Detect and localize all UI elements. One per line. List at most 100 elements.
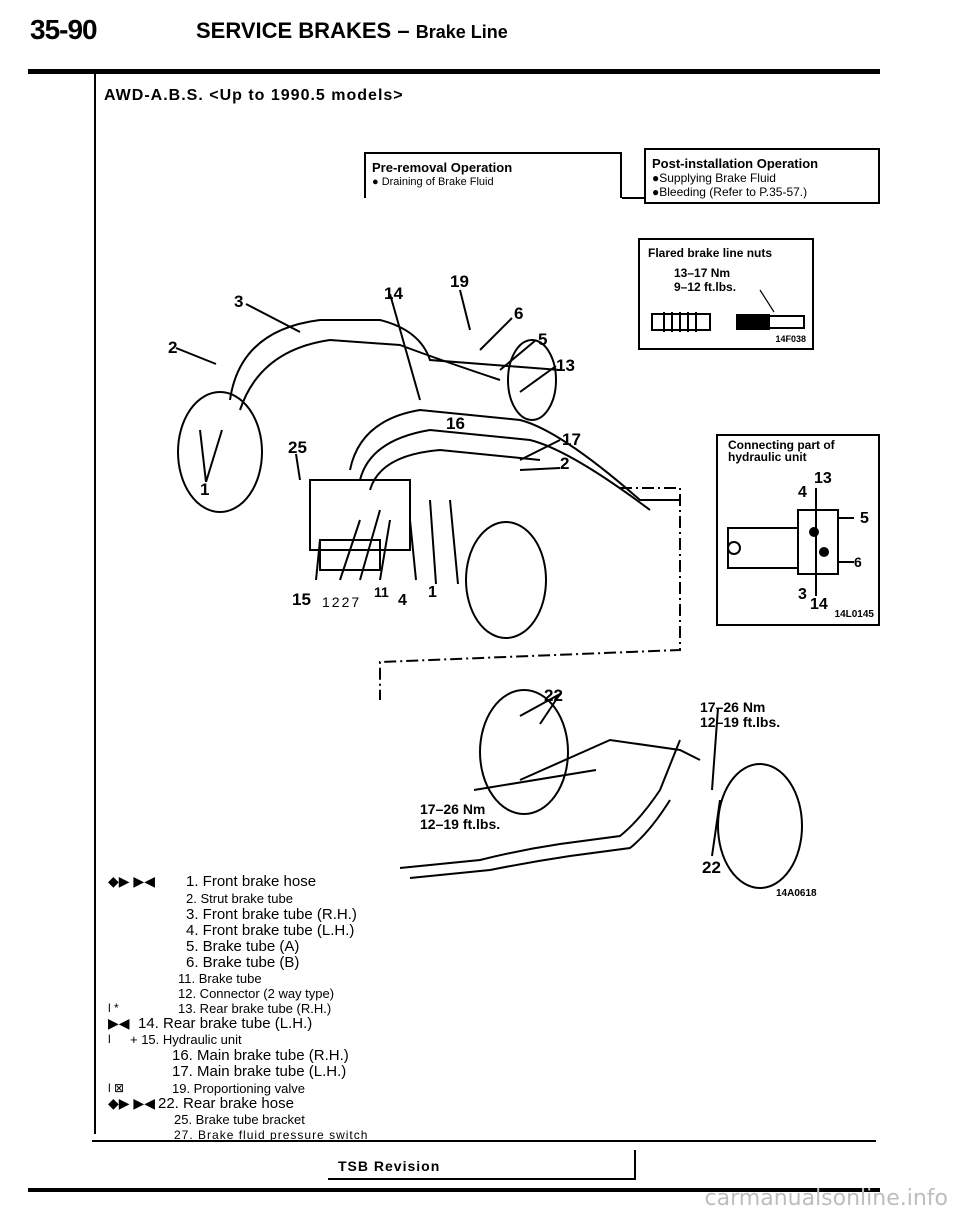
page-number: 35-90 xyxy=(30,14,98,45)
bottom-rule xyxy=(92,1140,876,1142)
flared-nuts-figure-code: 14F038 xyxy=(775,334,806,344)
rear-figure-code: 14A0618 xyxy=(776,888,817,899)
legend-marker: l xyxy=(108,1032,111,1046)
legend-marker: l ⊠ xyxy=(108,1081,125,1095)
legend-item: l ⊠ 19. Proportioning valve xyxy=(108,1081,305,1096)
figure-label: 2 xyxy=(168,338,178,357)
post-installation-box: Post-installation Operation ●Supplying B… xyxy=(644,148,880,204)
title-dash: – xyxy=(397,18,410,43)
rear-torque-right-ft: 12–19 ft.lbs. xyxy=(700,714,781,730)
hydraulic-unit-figure-code: 14L0145 xyxy=(834,609,874,620)
legend-item: l + 15. Hydraulic unit xyxy=(108,1032,242,1047)
figure-label: 17 xyxy=(562,430,581,449)
hydraulic-unit-heading-line2: hydraulic unit xyxy=(728,450,807,464)
figure-label: 25 xyxy=(288,438,307,457)
section-title: AWD-A.B.S. <Up to 1990.5 models> xyxy=(104,87,404,104)
figure-label: 19 xyxy=(450,272,469,291)
figure-label: 6 xyxy=(514,304,524,323)
legend-text: 6. Brake tube (B) xyxy=(186,954,300,971)
legend-text: 14. Rear brake tube (L.H.) xyxy=(138,1015,313,1032)
figure-label: 13 xyxy=(556,356,575,375)
legend-text: 22. Rear brake hose xyxy=(158,1095,294,1112)
legend-marker: ◆▶ ▶◀ xyxy=(108,1095,155,1111)
legend-item: 2. Strut brake tube xyxy=(108,891,293,906)
pre-removal-item: ● Draining of Brake Fluid xyxy=(372,176,494,188)
legend-text: 12. Connector (2 way type) xyxy=(178,986,335,1001)
figure-label: 1227 xyxy=(322,594,362,610)
tsb-revision-label: TSB Revision xyxy=(338,1158,441,1174)
post-installation-item: ●Bleeding (Refer to P.35-57.) xyxy=(652,185,808,199)
legend-item: ◆▶ ▶◀22. Rear brake hose xyxy=(108,1095,294,1112)
legend-item: 11. Brake tube xyxy=(108,971,262,986)
tsb-revision-box xyxy=(328,1150,636,1180)
figure-label: 1 xyxy=(200,480,210,499)
post-installation-item: ●Supplying Brake Fluid xyxy=(652,171,776,185)
legend-text: 16. Main brake tube (R.H.) xyxy=(172,1047,349,1064)
figure-label: 5 xyxy=(538,330,548,349)
hyd-label-4: 4 xyxy=(798,484,807,501)
hydraulic-unit-heading-line1: Connecting part of xyxy=(728,438,835,452)
rear-torque-right-nm: 17–26 Nm xyxy=(700,699,766,715)
legend-item: 6. Brake tube (B) xyxy=(108,955,299,970)
title-subtitle: Brake Line xyxy=(415,22,508,42)
pre-removal-heading: Pre-removal Operation xyxy=(372,160,513,175)
legend-text: 27. Brake fluid pressure switch xyxy=(174,1128,369,1142)
legend-text: 2. Strut brake tube xyxy=(186,891,293,906)
post-installation-heading: Post-installation Operation xyxy=(652,156,819,171)
pre-removal-item-text: Draining of Brake Fluid xyxy=(381,176,494,188)
legend-text: + 15. Hydraulic unit xyxy=(130,1032,242,1047)
footer-rule xyxy=(28,1188,880,1192)
watermark: carmanualsonline.info xyxy=(704,1186,948,1211)
left-margin-rule xyxy=(94,74,96,1134)
legend-item: 27. Brake fluid pressure switch xyxy=(108,1128,368,1143)
legend-text: 1. Front brake hose xyxy=(186,873,317,890)
legend-item: 3. Front brake tube (R.H.) xyxy=(108,907,357,922)
legend-item: 12. Connector (2 way type) xyxy=(108,986,334,1001)
legend-marker: l * xyxy=(108,1001,119,1015)
flared-nuts-torque-nm: 13–17 Nm xyxy=(674,266,731,280)
figure-label: 16 xyxy=(446,414,465,433)
legend-text: 4. Front brake tube (L.H.) xyxy=(186,922,355,939)
legend-text: 17. Main brake tube (L.H.) xyxy=(172,1063,347,1080)
hydraulic-unit-heading: Connecting part of hydraulic unit xyxy=(728,439,878,463)
divider xyxy=(622,197,644,199)
flare-nut-illustration xyxy=(651,289,805,332)
rear-torque-left: 17–26 Nm 12–19 ft.lbs. xyxy=(420,802,500,832)
legend-item: 17. Main brake tube (L.H.) xyxy=(108,1064,346,1079)
rear-torque-left-nm: 17–26 Nm xyxy=(420,801,486,817)
legend-text: 25. Brake tube bracket xyxy=(174,1112,305,1127)
legend-text: 19. Proportioning valve xyxy=(172,1081,305,1096)
flared-nuts-heading: Flared brake line nuts xyxy=(648,246,773,260)
hyd-label-3: 3 xyxy=(798,586,807,603)
title-main: SERVICE BRAKES xyxy=(196,18,392,43)
figure-label: 14 xyxy=(384,284,403,303)
rear-torque-left-ft: 12–19 ft.lbs. xyxy=(420,816,501,832)
hyd-label-13: 13 xyxy=(814,470,832,487)
figure-label-22: 22 xyxy=(702,858,721,877)
pre-removal-box: Pre-removal Operation ● Draining of Brak… xyxy=(364,152,622,198)
figure-label: 2 xyxy=(560,454,570,473)
figure-label: 4 xyxy=(398,592,407,609)
legend-item: 25. Brake tube bracket xyxy=(108,1112,305,1127)
legend-marker: ▶◀ xyxy=(108,1015,130,1031)
legend-text: 3. Front brake tube (R.H.) xyxy=(186,906,357,923)
rear-torque-right: 17–26 Nm 12–19 ft.lbs. xyxy=(700,700,780,730)
legend-item: l *13. Rear brake tube (R.H.) xyxy=(108,1001,331,1016)
hydraulic-unit-box: Connecting part of hydraulic unit 13 4 5… xyxy=(716,434,880,626)
hyd-label-5: 5 xyxy=(860,510,869,527)
legend-item: ◆▶ ▶◀ 1. Front brake hose xyxy=(108,873,317,890)
legend-text: 11. Brake tube xyxy=(178,971,262,986)
figure-label: 15 xyxy=(292,590,311,609)
legend-item: 5. Brake tube (A) xyxy=(108,939,299,954)
legend-item: ▶◀ 14. Rear brake tube (L.H.) xyxy=(108,1015,313,1032)
hydraulic-unit-illustration xyxy=(727,488,854,596)
page-title: SERVICE BRAKES – Brake Line xyxy=(196,18,508,44)
figure-label: 1 xyxy=(428,584,437,601)
legend-item: 16. Main brake tube (R.H.) xyxy=(108,1048,349,1063)
legend-marker: ◆▶ ▶◀ xyxy=(108,873,155,889)
flared-nuts-box: Flared brake line nuts 13–17 Nm 9–12 ft.… xyxy=(638,238,814,350)
hyd-label-6: 6 xyxy=(854,554,862,570)
figure-label: 3 xyxy=(234,292,244,311)
hyd-label-14: 14 xyxy=(810,596,828,613)
